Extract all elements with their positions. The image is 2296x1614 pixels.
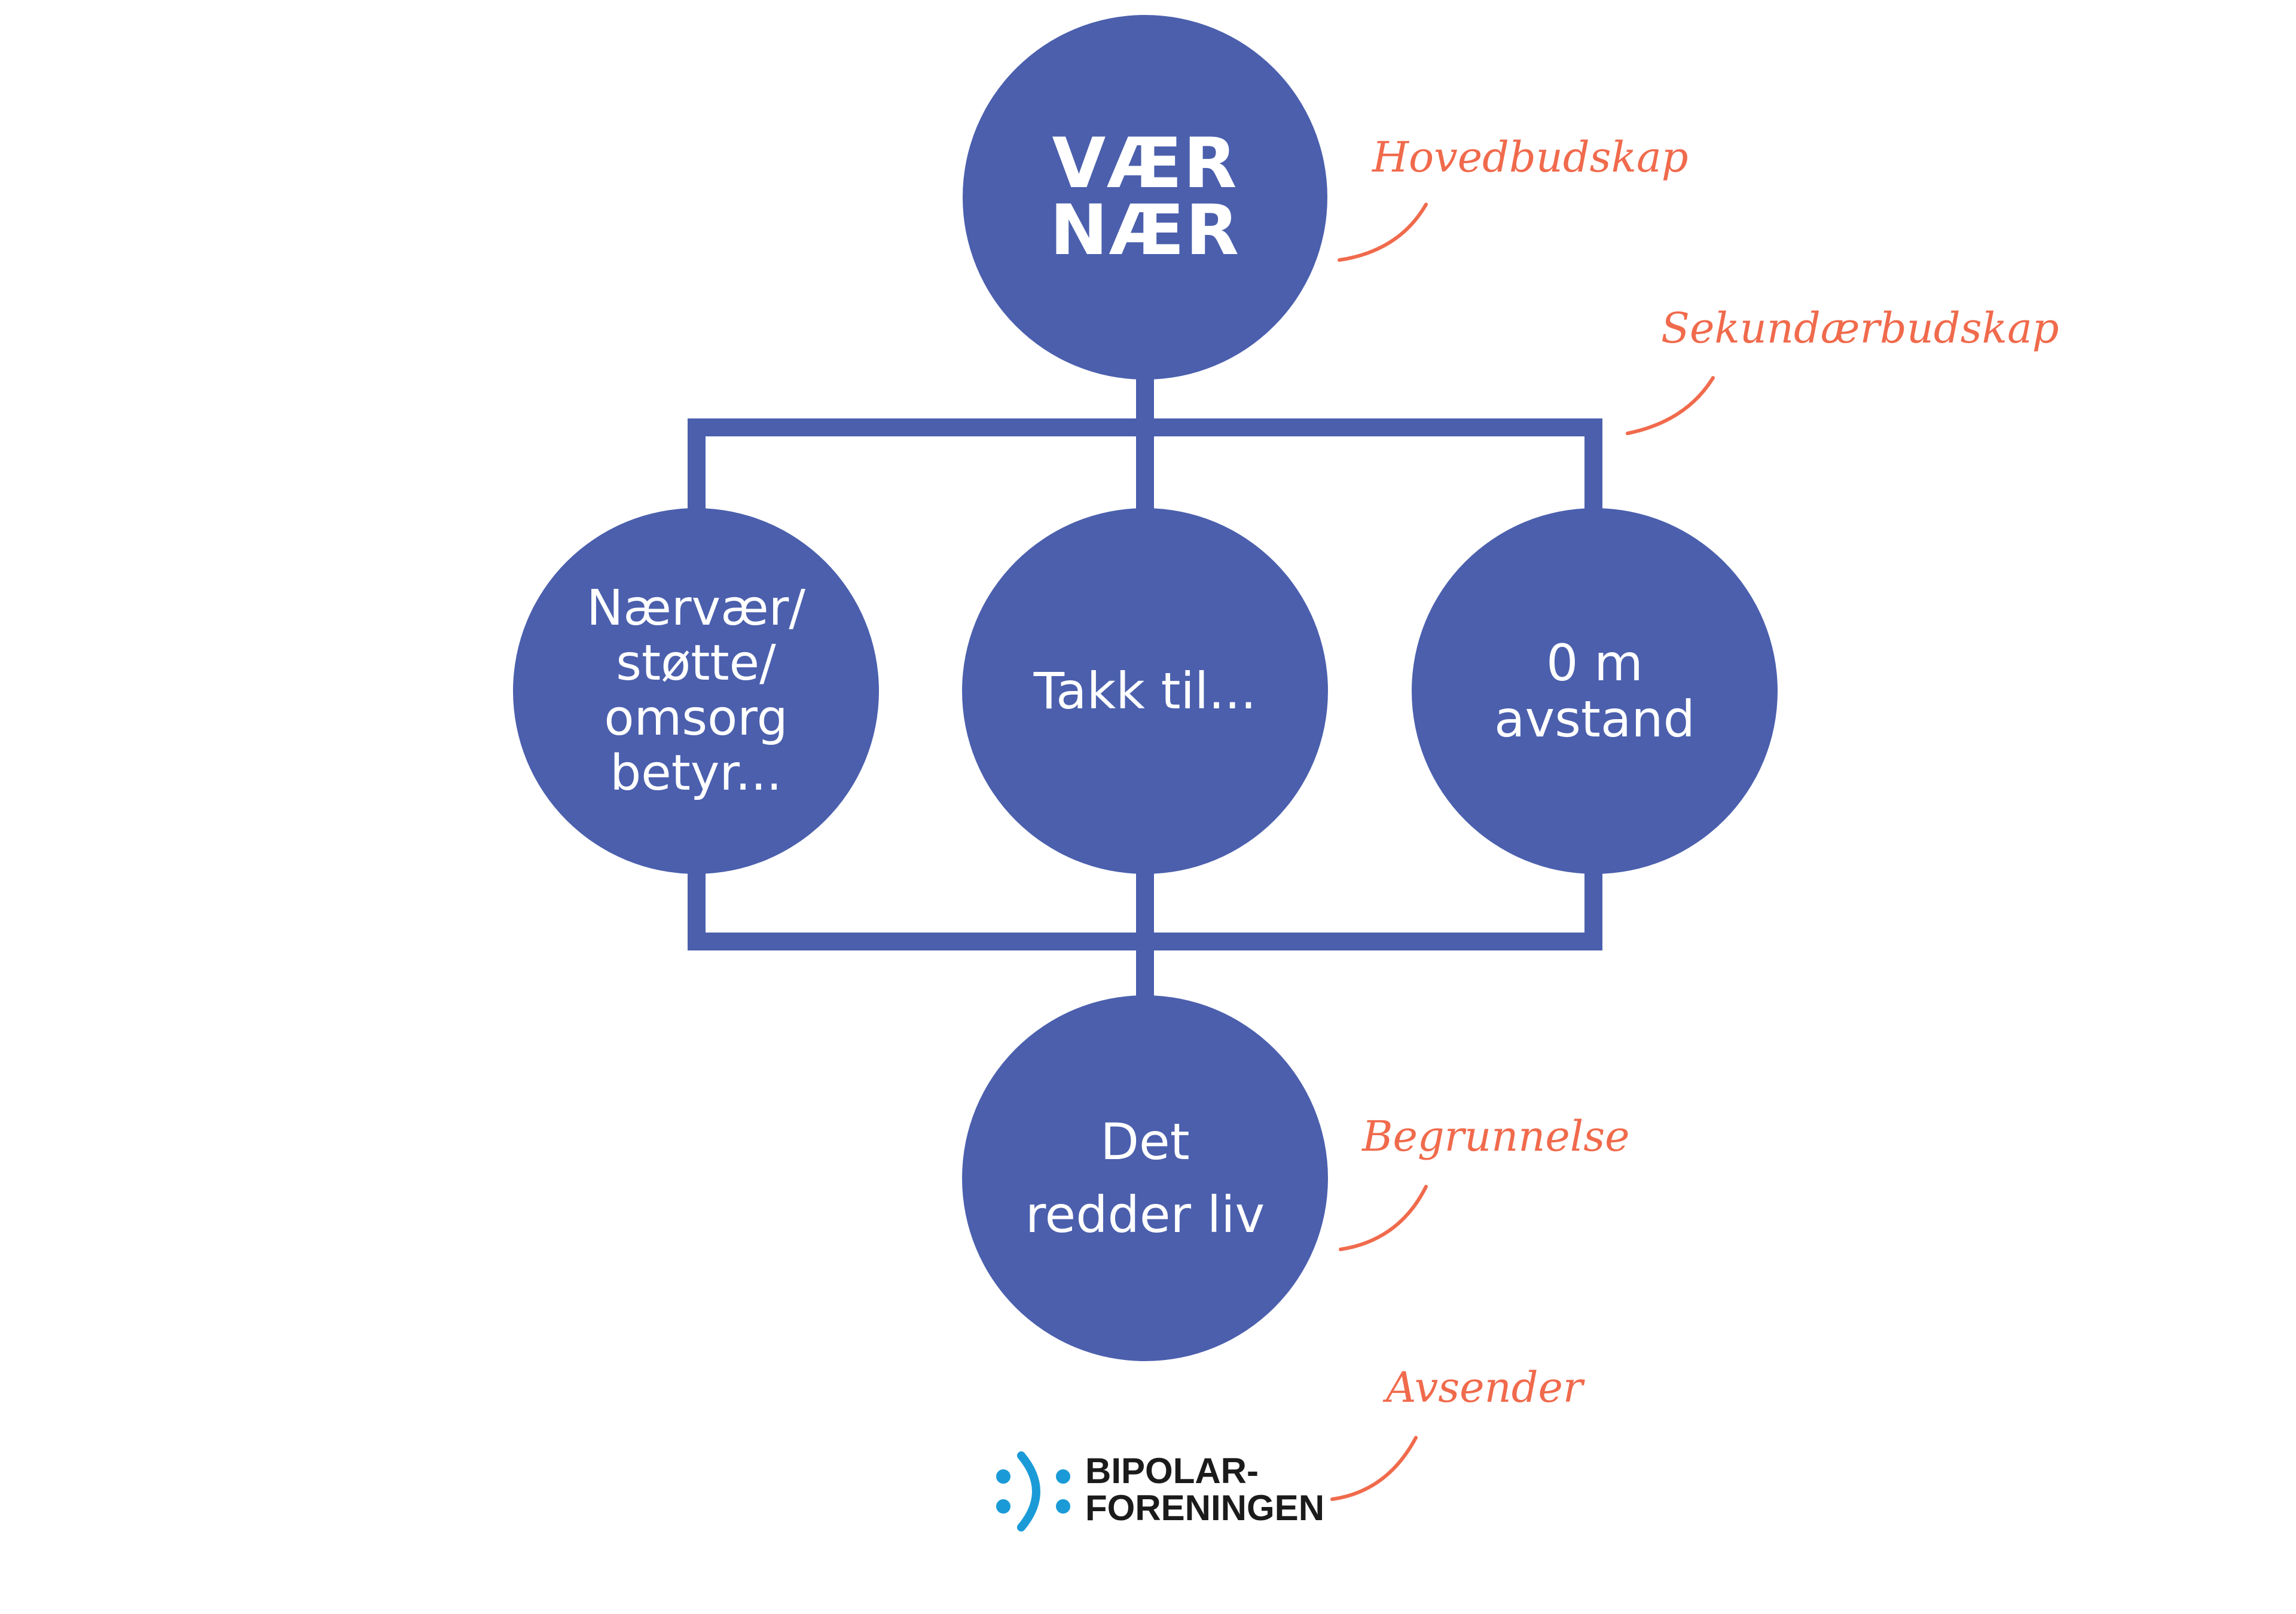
bipolarforeningen-logo: BIPOLAR- FORENINGEN	[993, 1450, 1327, 1533]
secondary-right-label: 0 m avstand	[1494, 634, 1695, 748]
curve-hoved	[1338, 203, 1428, 262]
secondary-node-left: Nærvær/ støtte/ omsorg betyr...	[513, 508, 879, 874]
annotation-hovedbudskap: Hovedbudskap	[1372, 133, 1689, 182]
reason-label: Det redder liv	[1025, 1112, 1265, 1244]
annotation-avsender: Avsender	[1386, 1363, 1583, 1412]
curve-begrunnelse	[1339, 1185, 1428, 1251]
secondary-center-label: Takk til...	[1033, 662, 1257, 720]
logo-wordmark: BIPOLAR- FORENINGEN	[1085, 1453, 1324, 1527]
connector-lines	[688, 371, 1602, 1010]
curve-sekundaer	[1626, 376, 1715, 435]
annotation-begrunnelse: Begrunnelse	[1362, 1112, 1630, 1161]
annotation-sekundaerbudskap: Sekundærbudskap	[1661, 304, 2059, 353]
secondary-left-label: Nærvær/ støtte/ omsorg betyr...	[587, 580, 805, 802]
secondary-node-right: 0 m avstand	[1412, 508, 1778, 874]
secondary-node-center: Takk til...	[962, 508, 1328, 874]
curve-avsender	[1330, 1436, 1418, 1501]
reason-node: Det redder liv	[962, 995, 1328, 1361]
logo-line-2: FORENINGEN	[1085, 1488, 1325, 1528]
logo-line-1: BIPOLAR-	[1085, 1451, 1259, 1491]
logo-mark-icon	[996, 1451, 1070, 1532]
main-message-label: VÆR NÆR	[1049, 123, 1241, 271]
main-message-node: VÆR NÆR	[963, 15, 1327, 380]
annotation-curves	[1330, 203, 1715, 1501]
